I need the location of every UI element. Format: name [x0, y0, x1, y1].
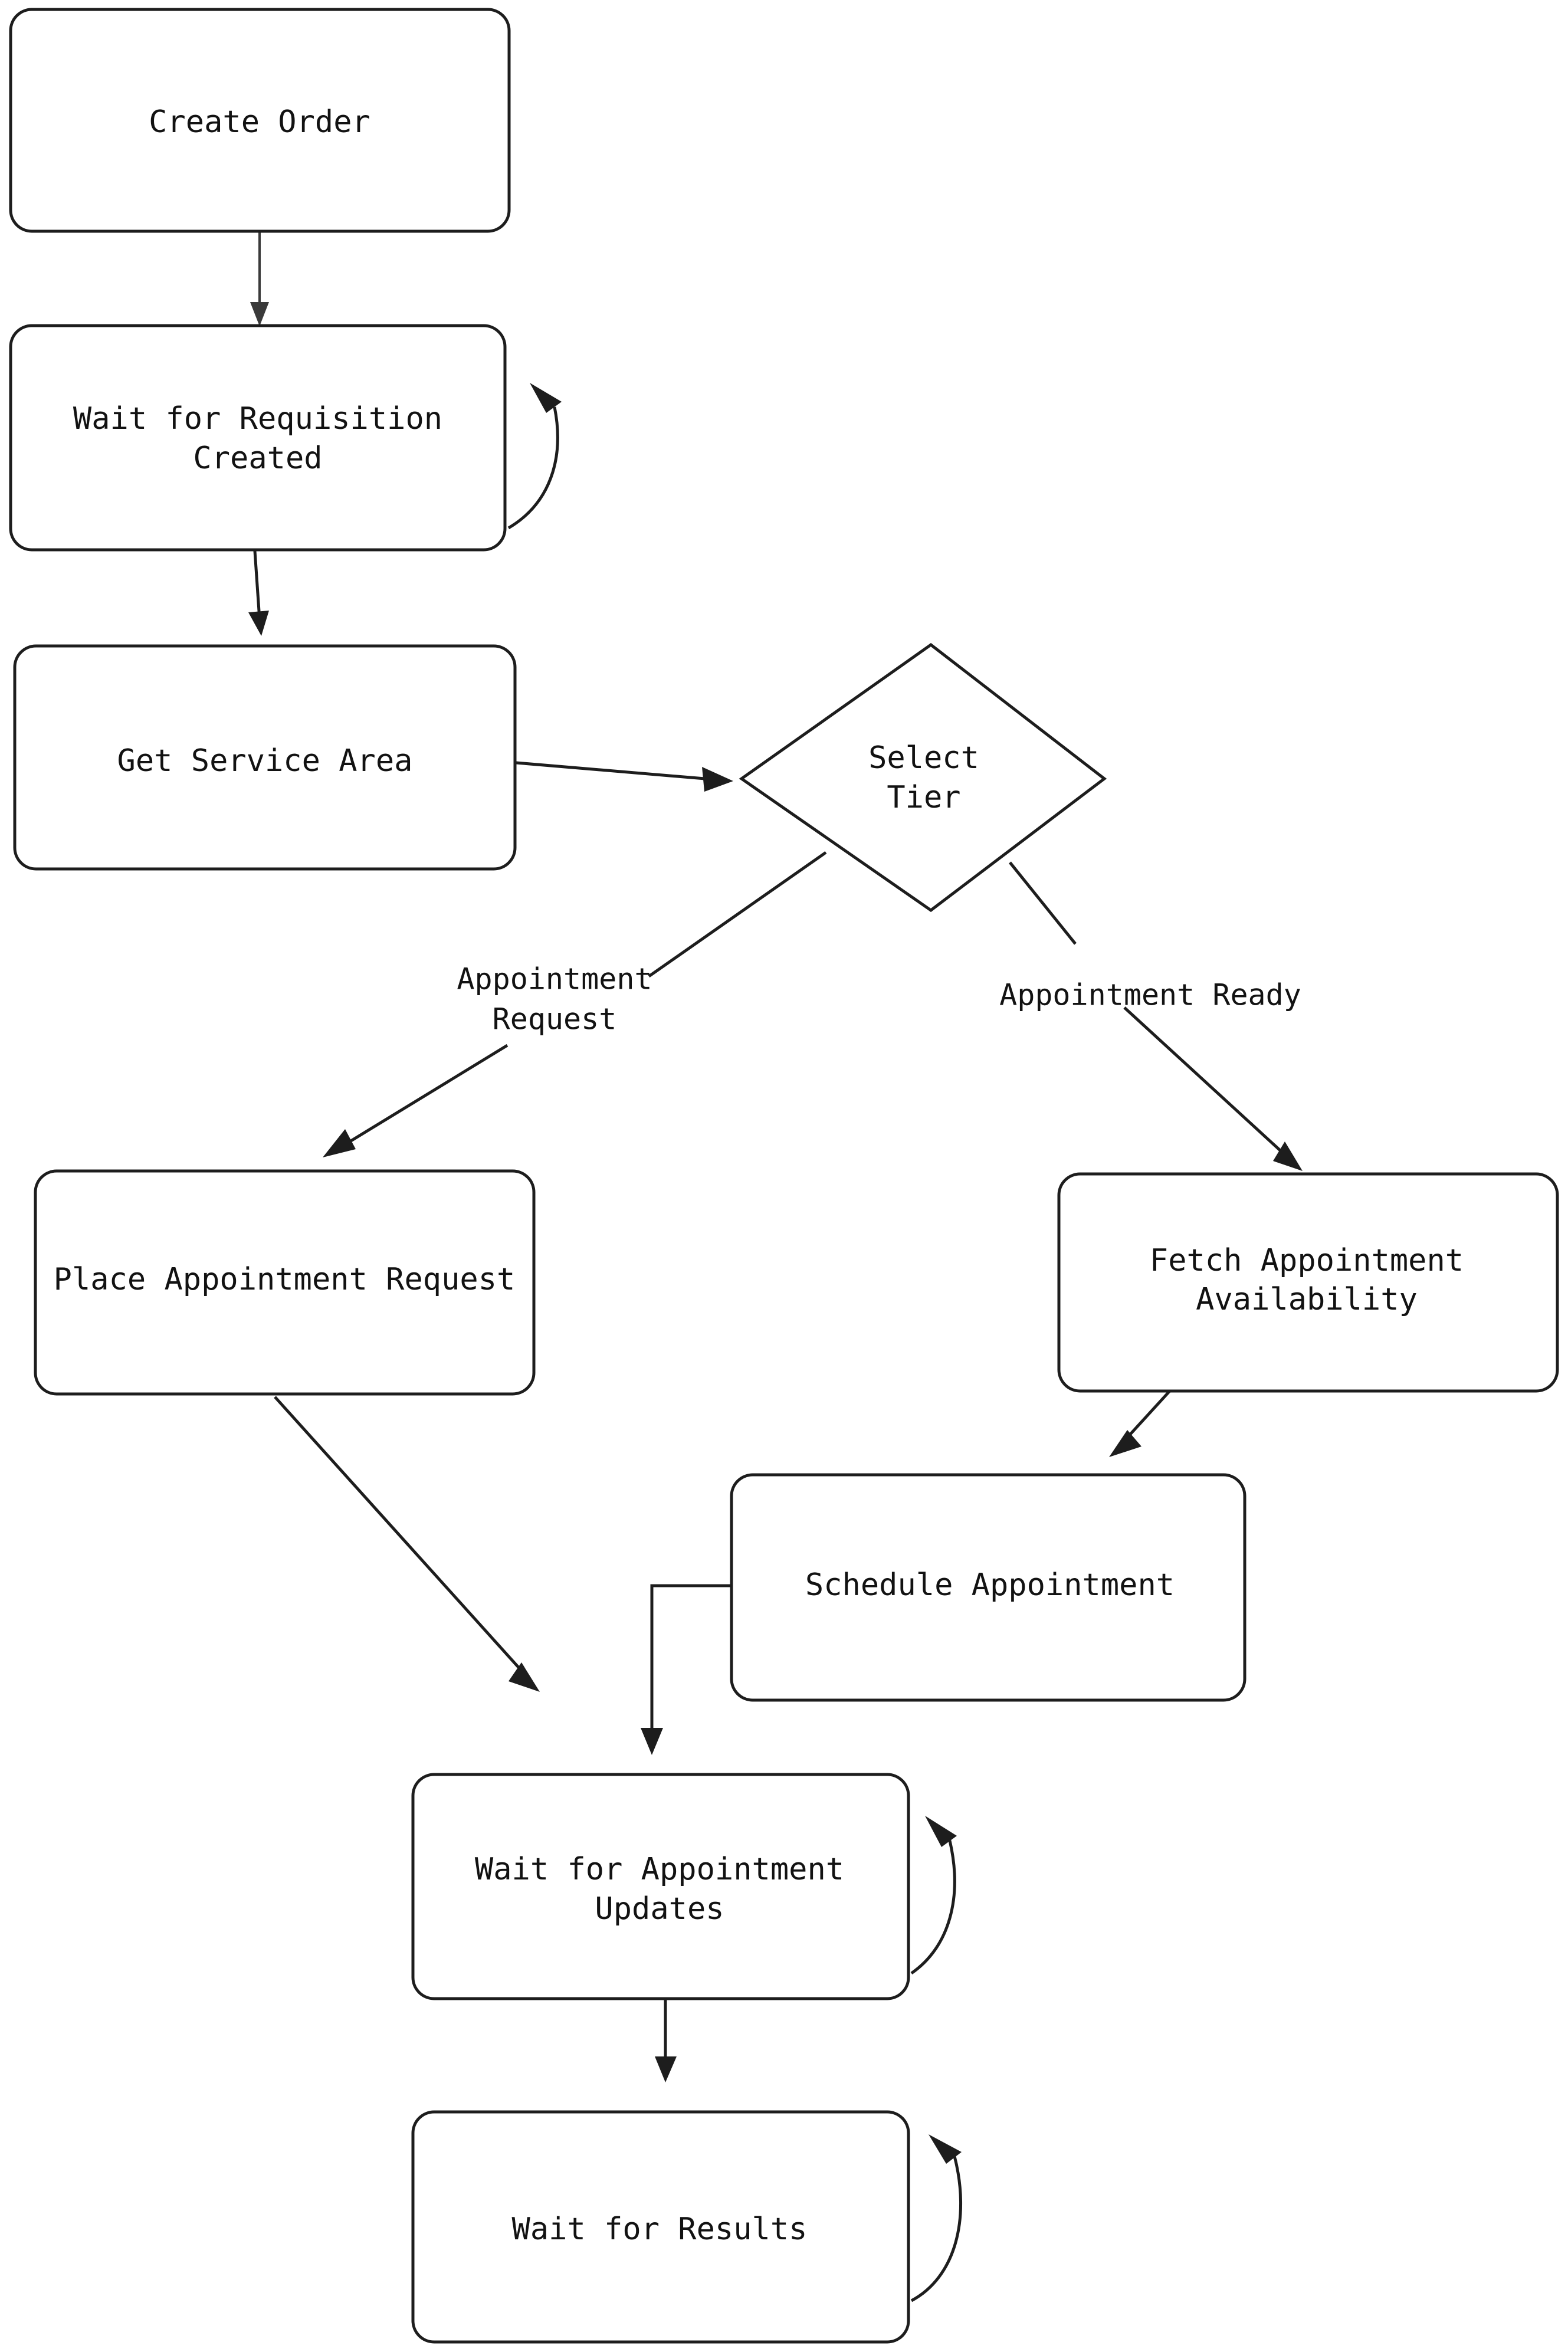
node-wait-appointment-updates-label-line-2: Updates	[595, 1891, 724, 1927]
node-get-service-area-label: Get Service Area	[117, 743, 413, 779]
edge-place-request-to-wait-updates	[274, 1396, 540, 1692]
edge-label-appointment-ready: Appointment Ready	[999, 978, 1301, 1012]
edge-wait-requisition-to-get-service-area	[248, 550, 269, 636]
node-schedule-appointment[interactable]: Schedule Appointment	[730, 1473, 1246, 1702]
node-create-order[interactable]: Create Order	[9, 8, 511, 233]
node-wait-requisition-created-label-line-1: Wait for Requisition	[73, 401, 442, 437]
edge-label-appointment-request-line-2: Request	[493, 1002, 617, 1036]
edge-fetch-availability-to-schedule-appointment	[1109, 1384, 1176, 1457]
node-fetch-appointment-availability-label-line-2: Availability	[1196, 1282, 1418, 1317]
edge-label-appointment-ready-line-1: Appointment Ready	[999, 978, 1301, 1012]
node-create-order-shape[interactable]	[9, 8, 511, 233]
node-create-order-label: Create Order	[149, 104, 370, 140]
edge-label-appointment-request-line-1: Appointment	[457, 962, 652, 996]
edge-create-order-to-wait-requisition	[250, 231, 269, 326]
node-place-appointment-request[interactable]: Place Appointment Request	[34, 1169, 536, 1396]
edge-select-tier-to-fetch-availability	[1009, 861, 1303, 1171]
node-schedule-appointment-shape[interactable]	[730, 1473, 1246, 1702]
node-select-tier-label-line-1: Select	[868, 740, 979, 776]
node-wait-appointment-updates-shape[interactable]	[411, 1773, 910, 2000]
node-wait-results-label: Wait for Results	[512, 2212, 808, 2247]
node-wait-requisition-created[interactable]: Wait for Requisition Created	[9, 324, 507, 552]
node-fetch-appointment-availability-shape[interactable]	[1057, 1172, 1559, 1393]
edge-wait-requisition-self-loop	[507, 383, 562, 530]
edge-wait-results-self-loop	[910, 2134, 963, 2302]
node-get-service-area[interactable]: Get Service Area	[13, 644, 517, 871]
node-fetch-appointment-availability-label-line-1: Fetch Appointment	[1150, 1243, 1464, 1278]
node-select-tier[interactable]: Select Tier	[739, 642, 1107, 913]
node-wait-requisition-created-label-line-2: Created	[193, 441, 322, 476]
node-wait-results-shape[interactable]	[411, 2110, 910, 2344]
edge-select-tier-to-place-appointment-request	[323, 851, 827, 1157]
node-wait-appointment-updates-label-line-1: Wait for Appointment	[475, 1852, 844, 1887]
node-fetch-appointment-availability[interactable]: Fetch Appointment Availability	[1057, 1172, 1559, 1393]
node-wait-results[interactable]: Wait for Results	[411, 2110, 910, 2344]
node-wait-requisition-created-shape[interactable]	[9, 324, 507, 552]
node-schedule-appointment-label: Schedule Appointment	[805, 1567, 1175, 1603]
node-get-service-area-shape[interactable]	[13, 644, 517, 871]
edge-schedule-appointment-to-wait-updates	[641, 1584, 731, 1755]
node-select-tier-label-line-2: Tier	[887, 780, 960, 815]
edge-wait-updates-self-loop	[910, 1816, 957, 1975]
node-wait-appointment-updates[interactable]: Wait for Appointment Updates	[411, 1773, 910, 2000]
node-place-appointment-request-label: Place Appointment Request	[54, 1262, 516, 1297]
node-select-tier-shape[interactable]	[739, 642, 1107, 913]
edge-get-service-area-to-select-tier	[516, 761, 733, 792]
edge-label-appointment-request: Appointment Request	[457, 962, 652, 1036]
node-place-appointment-request-shape[interactable]	[34, 1169, 536, 1396]
